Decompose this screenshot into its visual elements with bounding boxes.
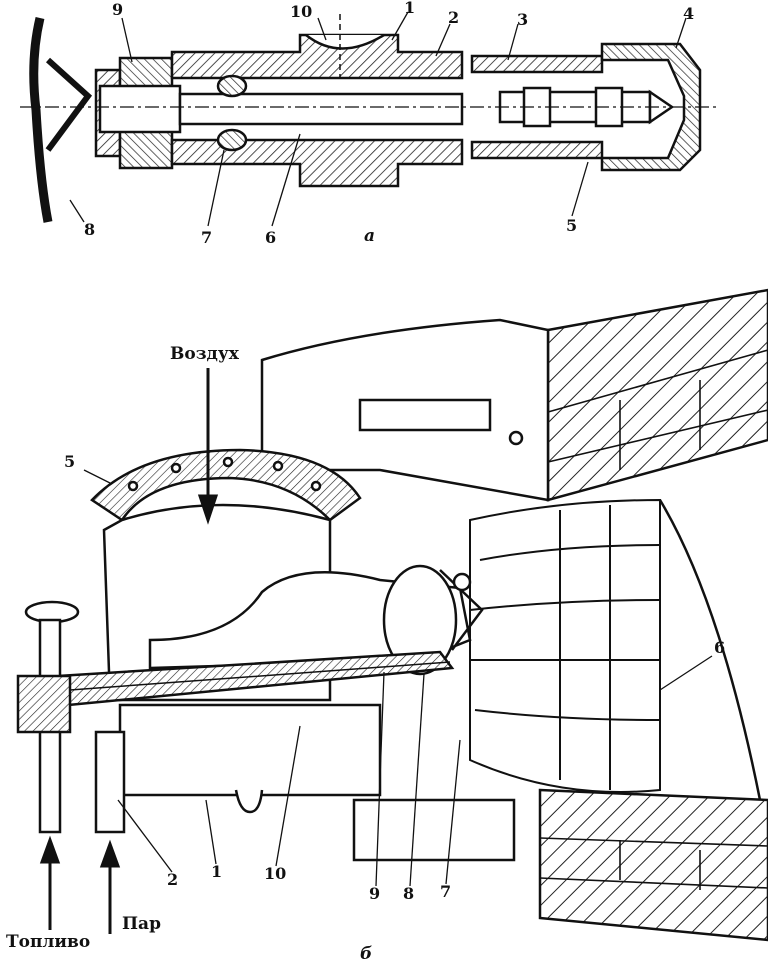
label-b-6: 6 bbox=[714, 638, 726, 657]
label-a-7: 7 bbox=[201, 228, 213, 247]
label-a-6: 6 bbox=[265, 228, 277, 247]
handwheel-a bbox=[29, 16, 93, 223]
label-a-8: 8 bbox=[84, 220, 96, 239]
label-b-5: 5 bbox=[64, 452, 76, 471]
label-a-2: 2 bbox=[448, 8, 460, 27]
fuel-label: Топливо bbox=[6, 932, 91, 952]
label-b-1: 1 bbox=[211, 862, 223, 881]
air-arrow bbox=[197, 368, 219, 525]
caption-b: б bbox=[360, 944, 373, 964]
furnace-wall bbox=[538, 288, 768, 942]
figure-b-drawing bbox=[16, 288, 768, 942]
steam-pipe bbox=[94, 730, 126, 834]
leaders-a bbox=[69, 11, 687, 227]
air-box bbox=[260, 318, 550, 502]
label-a-10: 10 bbox=[290, 2, 313, 21]
label-b-2: 2 bbox=[167, 870, 179, 889]
leaders-b bbox=[83, 469, 713, 887]
fuel-valve bbox=[16, 600, 80, 834]
label-a-4: 4 bbox=[683, 4, 695, 23]
air-label: Воздух bbox=[170, 344, 239, 364]
burner-lance bbox=[56, 650, 516, 862]
label-b-9: 9 bbox=[369, 884, 381, 903]
inflow-arrows bbox=[39, 835, 121, 934]
label-b-8: 8 bbox=[403, 884, 415, 903]
label-a-3: 3 bbox=[517, 10, 529, 29]
burner-tunnel bbox=[469, 498, 762, 801]
label-b-10: 10 bbox=[264, 864, 287, 883]
label-b-7: 7 bbox=[440, 882, 452, 901]
spindle-a bbox=[98, 74, 464, 152]
steam-label: Пар bbox=[122, 914, 161, 934]
figure-a-drawing bbox=[20, 11, 720, 227]
label-a-9: 9 bbox=[112, 0, 124, 19]
label-a-5: 5 bbox=[566, 216, 578, 235]
burner-throat bbox=[148, 564, 484, 676]
label-a-1: 1 bbox=[404, 0, 416, 17]
caption-a: а bbox=[364, 226, 376, 246]
